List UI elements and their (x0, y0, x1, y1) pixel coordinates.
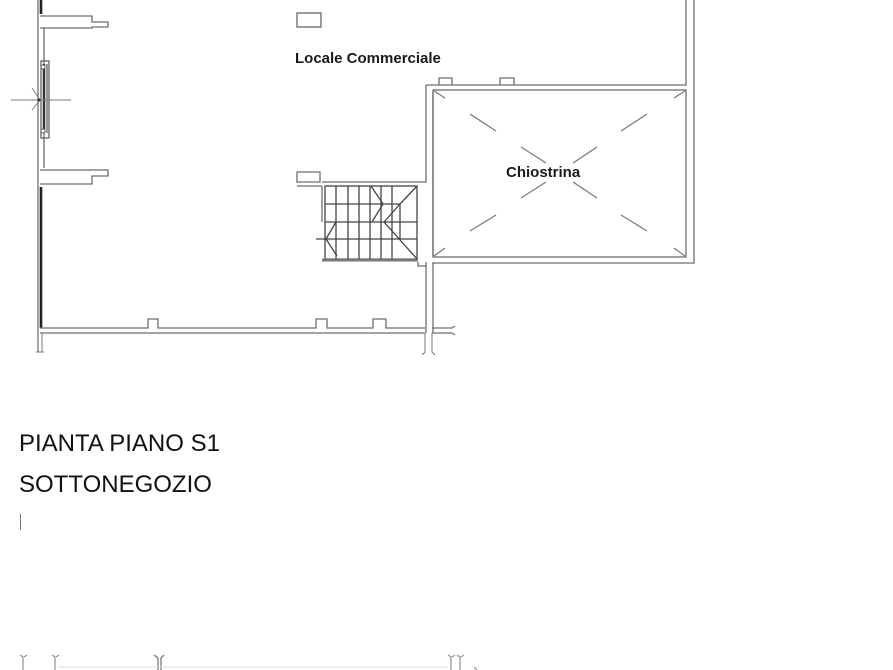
text-cursor (20, 514, 21, 530)
bottom-wall (36, 318, 456, 356)
staircase (316, 185, 418, 262)
niche (296, 171, 322, 187)
left-exterior-wall (37, 0, 45, 352)
chiostrina-courtyard (426, 0, 695, 264)
upper-ledge (40, 15, 109, 29)
plan-title: PIANTA PIANO S1 (19, 430, 220, 457)
lower-ledge (40, 169, 109, 185)
lower-plan-fragment (19, 654, 478, 670)
window (11, 60, 71, 139)
fixture-box (296, 12, 322, 28)
plan-subtitle: SOTTONEGOZIO (19, 471, 212, 498)
room-label-locale-commerciale: Locale Commerciale (295, 50, 441, 67)
room-label-chiostrina: Chiostrina (506, 164, 581, 181)
